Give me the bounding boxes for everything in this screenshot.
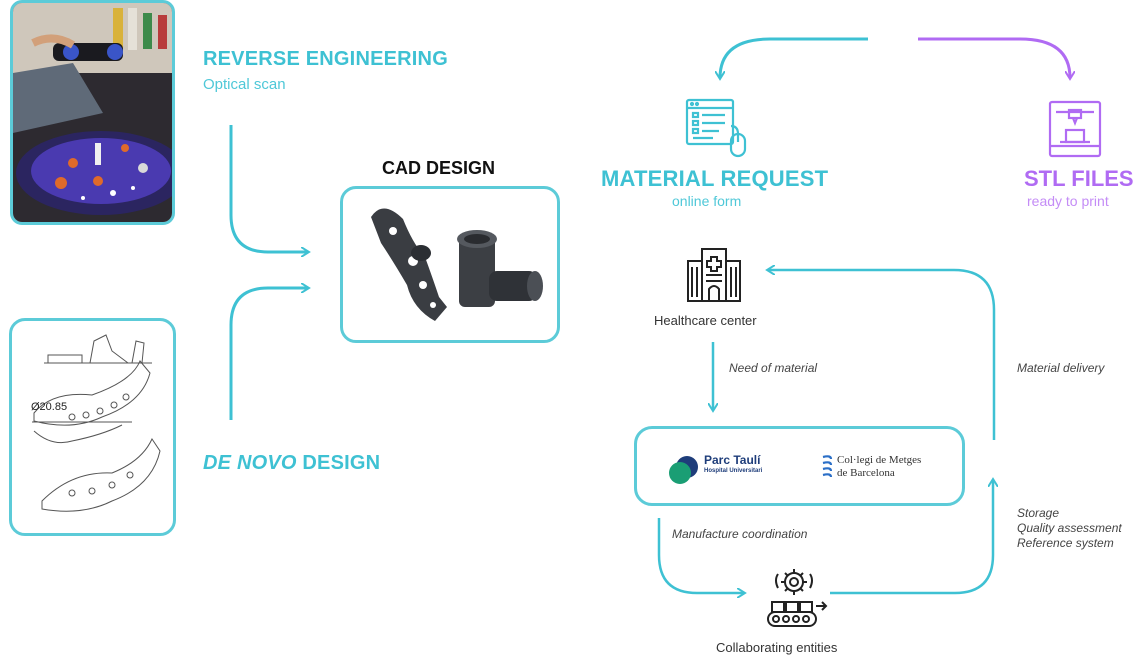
manufacturing-gear-icon [764,566,832,632]
material-request-title: MATERIAL REQUEST [601,166,829,191]
material-delivery-label: Material delivery [1017,361,1105,375]
storage-line: Storage [1017,506,1060,520]
ready-to-print-subtitle: ready to print [1027,193,1109,209]
parc-tauli-logo: Parc Taulí Hospital Universitari [667,449,807,489]
hospital-icon [684,245,744,303]
3d-printer-icon [1046,100,1104,160]
online-form-icon [683,98,755,160]
collaborating-entities-label: Collaborating entities [716,640,838,655]
dimension-label: Ø20.85 [31,401,68,413]
de-novo-design-title: DE NOVO DESIGN [203,452,380,475]
parc-tauli-sub: Hospital Universitari [704,468,763,474]
parc-tauli-name: Parc Taulí [704,453,761,467]
metges-line1: Col·legi de Metges [837,454,922,466]
reference-line: Reference system [1017,536,1114,550]
de-novo-sketch-box: Ø20.85 [9,318,176,536]
storage-list: Storage Quality assessment Reference sys… [1017,506,1122,551]
quality-line: Quality assessment [1017,521,1122,535]
need-of-material-label: Need of material [729,361,818,375]
stl-files-title: STL FILES [1024,166,1134,191]
de-novo-italic: DE NOVO [203,452,297,474]
col-legi-metges-logo: Col·legi de Metges de Barcelona [821,451,961,487]
healthcare-center-label: Healthcare center [654,313,757,328]
optical-scan-photo [10,0,175,225]
optical-scan-subtitle: Optical scan [203,76,286,93]
cad-design-box [340,186,560,343]
cad-design-title: CAD DESIGN [382,158,496,178]
coordination-logos-box: Parc Taulí Hospital Universitari Col·leg… [634,426,965,506]
metges-line2: de Barcelona [837,467,895,479]
online-form-subtitle: online form [672,193,742,209]
manufacture-coordination-label: Manufacture coordination [672,527,808,541]
reverse-engineering-title: REVERSE ENGINEERING [203,48,448,70]
design-word: DESIGN [296,452,381,474]
